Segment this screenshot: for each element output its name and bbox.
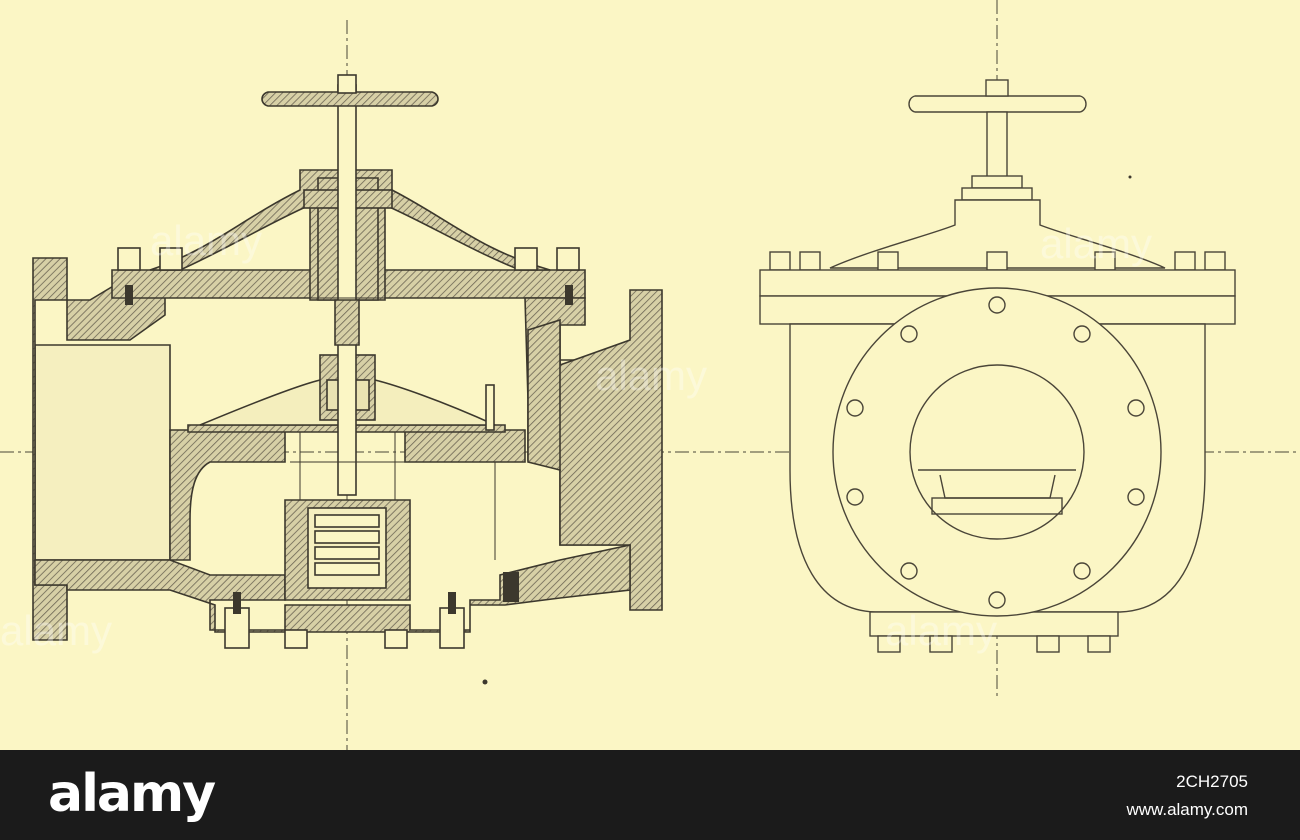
handwheel — [908, 95, 1087, 113]
ink-dot — [482, 679, 488, 685]
bore — [909, 364, 1085, 540]
partition-wall — [169, 429, 286, 561]
spindle — [337, 84, 357, 496]
valve-drawing-plate: alamy alamy alamy alamy alamy — [0, 0, 1300, 750]
ink-dot — [1128, 175, 1132, 179]
image-id: 2CH2705 — [1176, 772, 1248, 791]
watermark-text: alamy — [0, 607, 112, 654]
handwheel — [261, 91, 439, 107]
alamy-logo[interactable]: alamy — [48, 764, 216, 824]
bottom-bolts — [877, 635, 1111, 653]
watermark-text: alamy — [885, 607, 997, 654]
end-flange — [832, 287, 1162, 617]
watermark-text: alamy — [1040, 220, 1152, 267]
site-url[interactable]: www.alamy.com — [1126, 800, 1248, 819]
bolts — [117, 247, 580, 649]
valve-end-elevation — [759, 79, 1236, 653]
piston-rings — [314, 514, 380, 576]
watermark-text: alamy — [150, 217, 262, 264]
stock-footer-bar: alamy 2CH2705 www.alamy.com — [0, 750, 1300, 840]
bonnet — [829, 199, 1166, 269]
bolt-holes — [846, 296, 1145, 609]
watermark-text: alamy — [595, 352, 707, 399]
top-bolts — [769, 251, 1226, 271]
valve-sectional-view — [32, 74, 663, 649]
watermarks: alamy alamy alamy alamy alamy — [0, 217, 1152, 654]
